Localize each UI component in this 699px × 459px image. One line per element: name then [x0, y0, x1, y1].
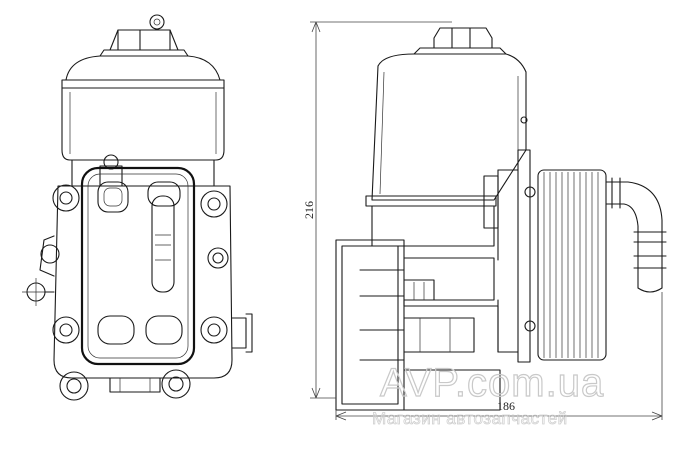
side-view [335, 27, 667, 411]
watermark-tagline: Магазин автозапчастей [372, 409, 568, 428]
dimension-width: 186 [335, 292, 663, 421]
mounting-boss [52, 184, 229, 401]
width-dimension-label: 186 [497, 399, 515, 413]
dimension-height: 216 [302, 21, 452, 399]
watermark-site: AVP.com.ua [380, 361, 604, 405]
cooler-fins [543, 172, 599, 358]
watermark: AVP.com.ua Магазин автозапчастей [372, 360, 604, 428]
height-dimension-label: 216 [302, 201, 316, 219]
front-view [22, 14, 253, 401]
